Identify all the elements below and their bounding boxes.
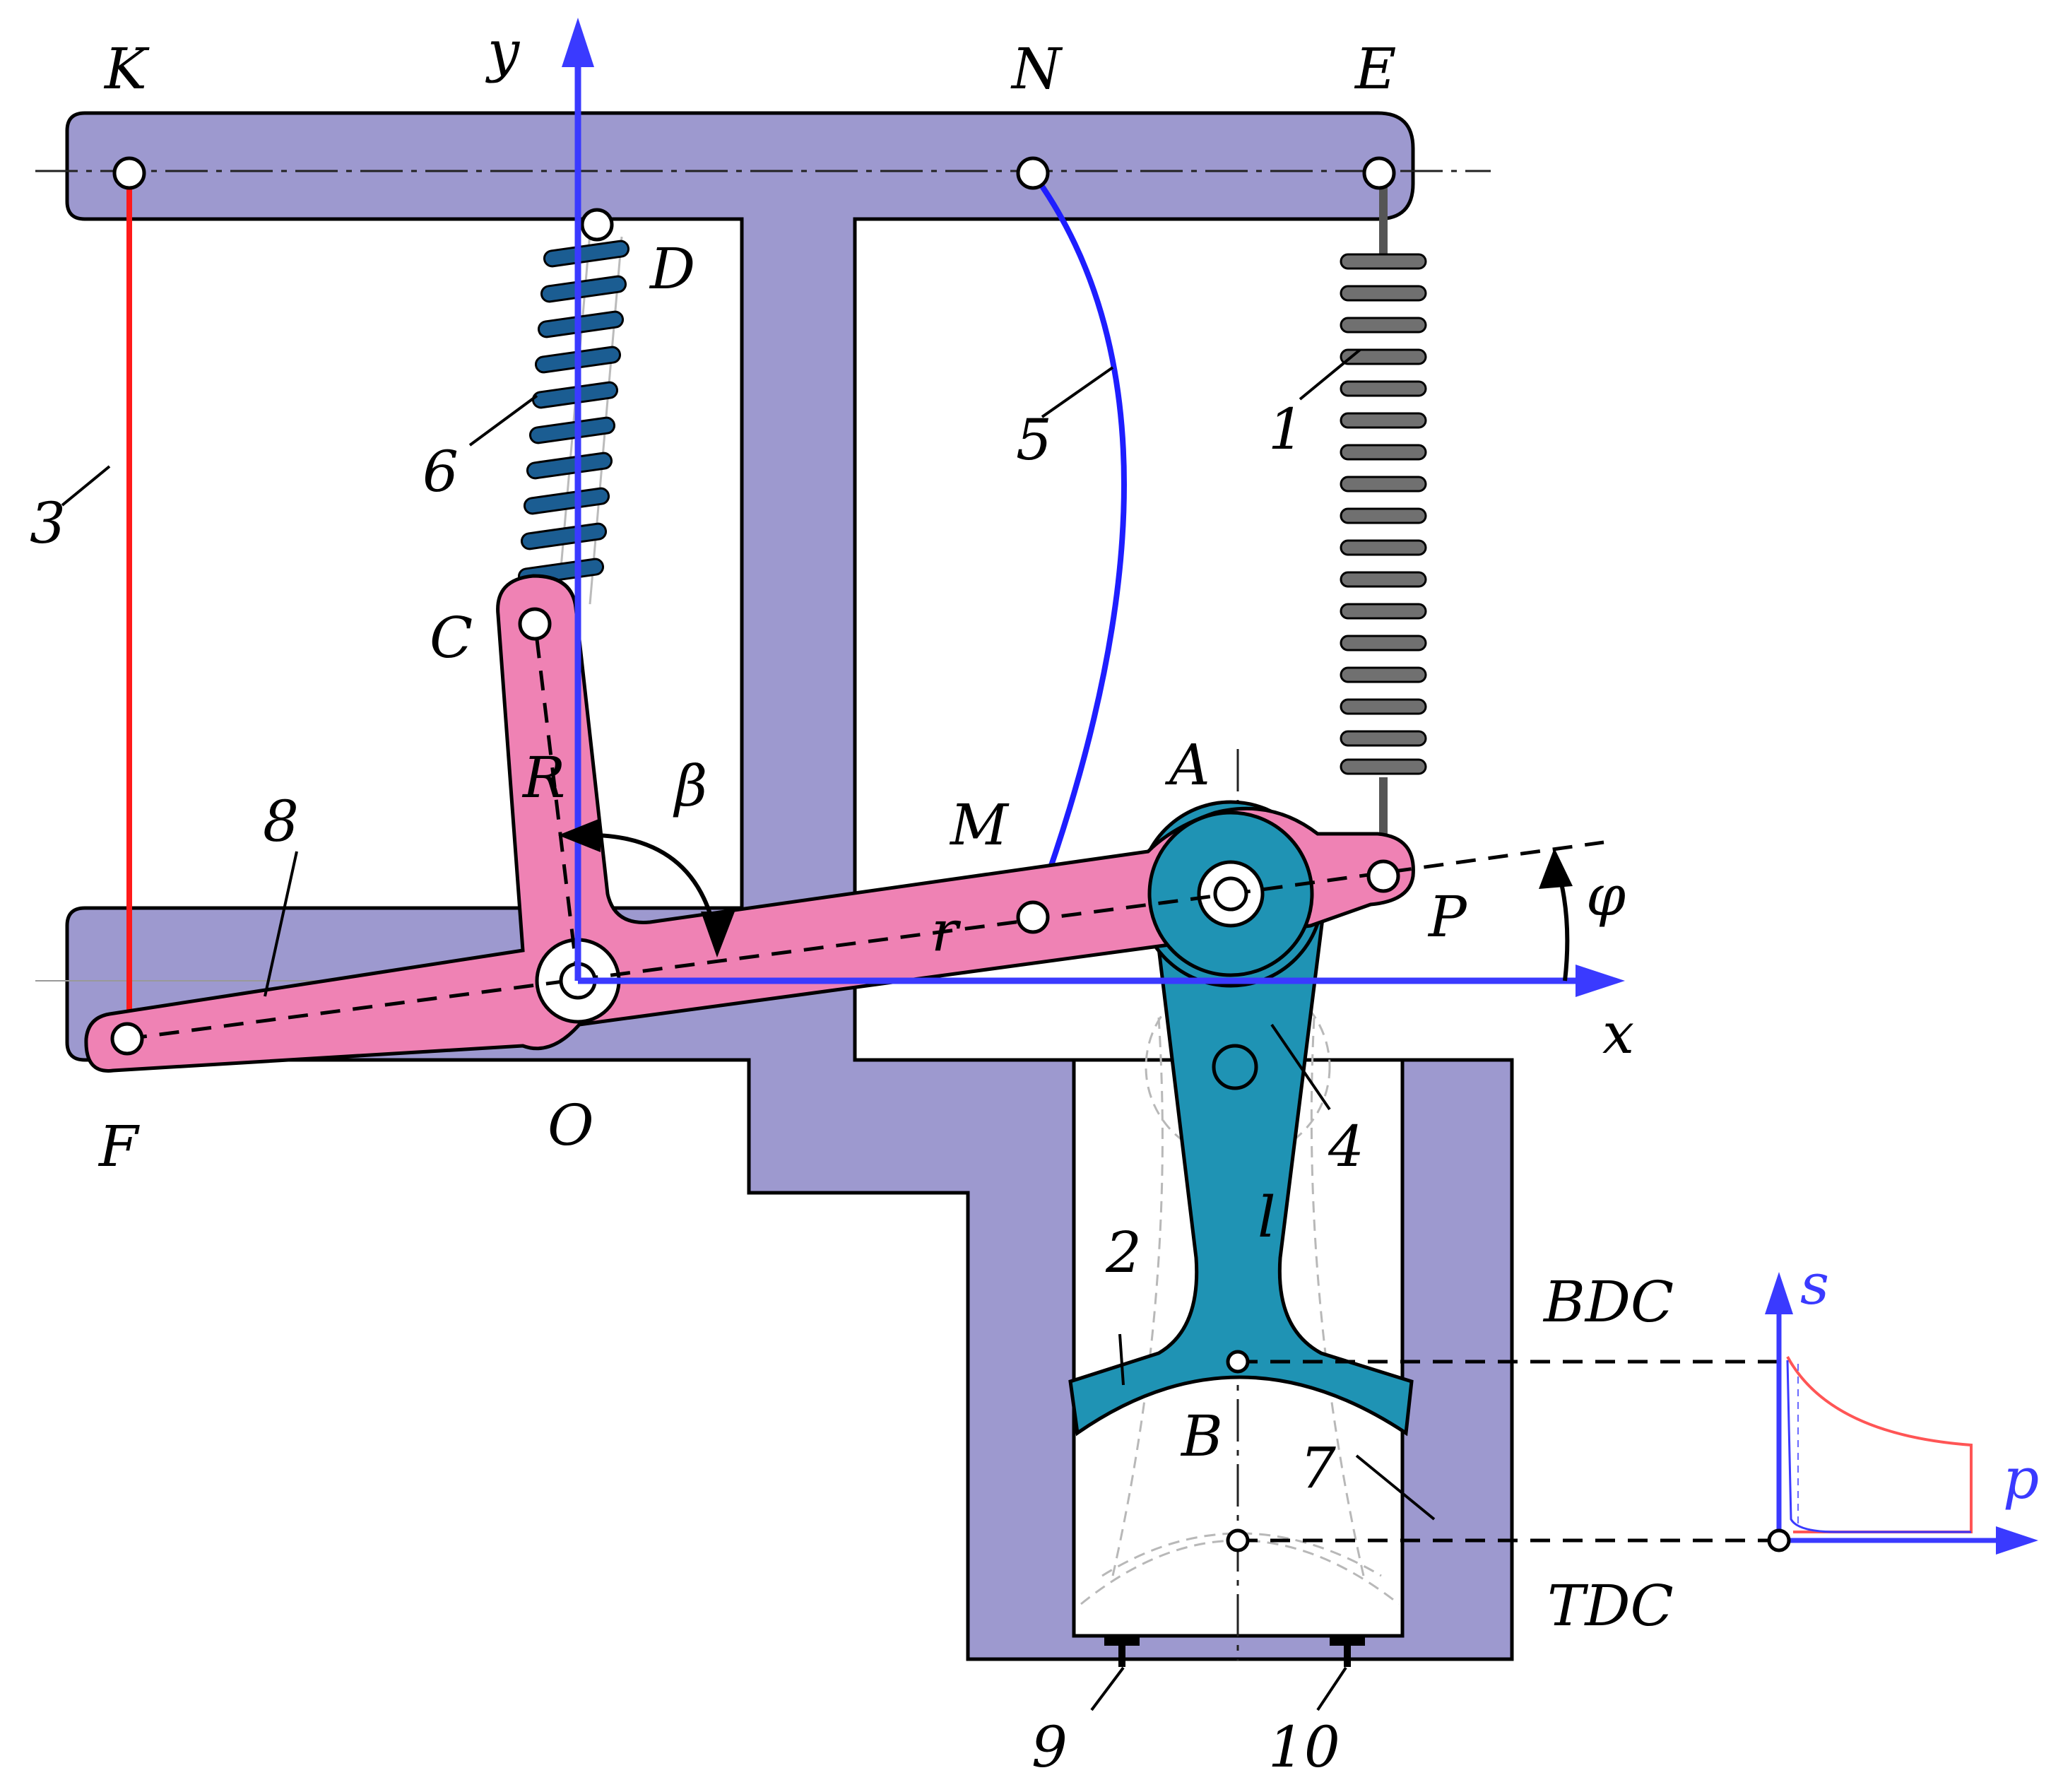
pin-d bbox=[580, 208, 614, 242]
label-y: y bbox=[485, 18, 521, 84]
pin-b bbox=[1226, 1350, 1250, 1374]
label-k: K bbox=[103, 36, 150, 102]
label-part-9: 9 bbox=[1032, 1714, 1068, 1780]
phi-arrow bbox=[1539, 848, 1573, 889]
label-r-lower: r bbox=[931, 898, 962, 964]
label-part-4: 4 bbox=[1328, 1114, 1364, 1179]
spring-1 bbox=[1340, 177, 1427, 869]
xy-axes bbox=[562, 18, 1625, 997]
label-d: D bbox=[649, 236, 695, 302]
label-n: N bbox=[1010, 36, 1063, 102]
pin-n bbox=[1016, 156, 1050, 190]
indicator-curve-red bbox=[1786, 1356, 1973, 1533]
label-part-10: 10 bbox=[1268, 1714, 1340, 1780]
label-e: E bbox=[1354, 36, 1396, 102]
label-part-3: 3 bbox=[30, 490, 66, 556]
label-part-5: 5 bbox=[1016, 407, 1052, 473]
label-l: l bbox=[1258, 1184, 1276, 1250]
pin-k bbox=[112, 156, 146, 190]
label-s: s bbox=[1800, 1251, 1829, 1317]
label-f: F bbox=[97, 1114, 140, 1179]
sp-diagram bbox=[1765, 1272, 2038, 1555]
leaders bbox=[61, 348, 1436, 1711]
spring-6 bbox=[517, 232, 630, 605]
pins bbox=[110, 156, 1400, 1552]
label-b: B bbox=[1180, 1403, 1223, 1469]
pin-e bbox=[1362, 156, 1396, 190]
label-x: x bbox=[1602, 1001, 1634, 1066]
label-o: O bbox=[548, 1092, 594, 1158]
pin-c bbox=[518, 607, 552, 641]
valve-9 bbox=[1104, 1636, 1140, 1646]
pin-tdc bbox=[1226, 1528, 1250, 1552]
label-part-1: 1 bbox=[1268, 396, 1304, 462]
label-part-6: 6 bbox=[422, 439, 459, 505]
beta-arrow-top bbox=[558, 818, 601, 852]
valves bbox=[1104, 1636, 1365, 1667]
label-bdc: BDC bbox=[1542, 1269, 1674, 1335]
label-p: P bbox=[1427, 884, 1467, 950]
pin-wrist bbox=[1212, 1044, 1258, 1090]
arm-oc-line bbox=[533, 621, 580, 982]
label-phi: φ bbox=[1586, 863, 1626, 929]
label-part-7: 7 bbox=[1300, 1435, 1336, 1501]
pin-a bbox=[1213, 876, 1248, 912]
beta-arrow-bottom bbox=[701, 912, 735, 957]
labels: K y N E D 5 1 6 3 C R β 8 A M φ r P x 4 … bbox=[30, 18, 2039, 1780]
pin-p bbox=[1366, 859, 1400, 893]
pin-f bbox=[110, 1022, 144, 1056]
label-tdc: TDC bbox=[1547, 1573, 1674, 1639]
pin-m bbox=[1016, 900, 1050, 934]
indicator-curve-blue bbox=[1786, 1360, 1971, 1533]
label-part-2: 2 bbox=[1105, 1220, 1142, 1285]
label-m: M bbox=[949, 792, 1010, 858]
label-a: A bbox=[1164, 732, 1210, 798]
label-p-axis: p bbox=[2003, 1446, 2039, 1511]
label-r-upper: R bbox=[521, 745, 565, 810]
label-beta: β bbox=[673, 753, 707, 819]
label-part-8: 8 bbox=[263, 789, 299, 854]
label-c: C bbox=[430, 605, 473, 671]
flexure-5 bbox=[1030, 171, 1127, 919]
valve-10 bbox=[1330, 1636, 1365, 1646]
